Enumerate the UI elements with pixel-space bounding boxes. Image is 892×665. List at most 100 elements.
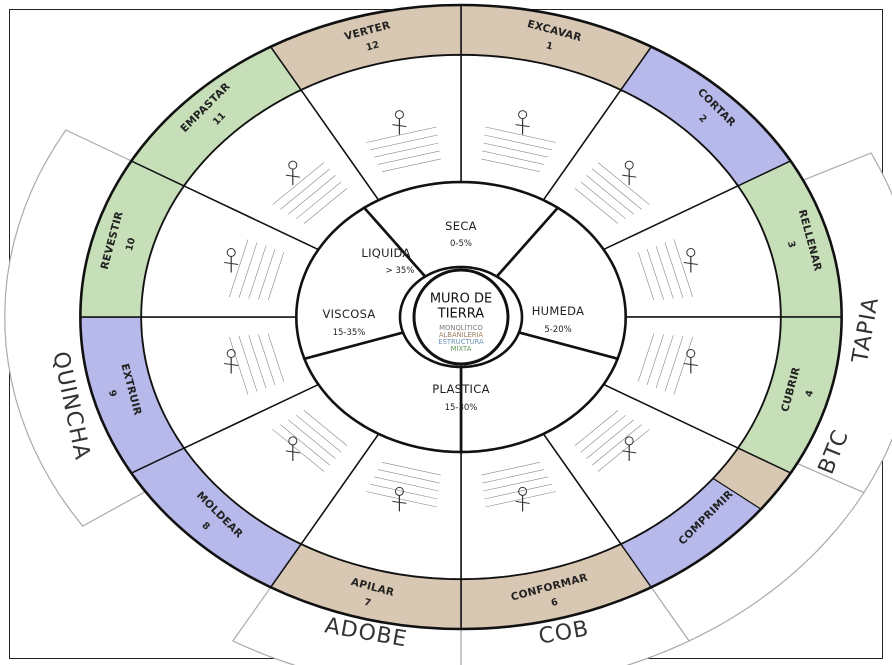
sketch-hatch [483,142,548,158]
sketch-hatch [303,410,348,446]
outer-ring-border [79,3,843,631]
sketch-hatch [378,150,440,165]
sketch-illustration [574,160,650,224]
sketch-illustration [574,410,650,472]
state-range: > 35% [386,266,415,276]
state-sector [294,206,428,361]
sketch-hatch [382,462,441,476]
process-number: 1 [545,40,554,52]
sketch-hatch [592,168,642,210]
sketch-hatch [482,469,544,484]
center-subtitle-albanileria: ALBAÑILERIA [439,330,484,339]
state-range: 5-20% [544,325,571,335]
sketch-hatch [280,168,330,210]
sketch-hatch [374,142,439,158]
sketch-hatch [303,188,348,224]
state-name: PLASTICA [432,382,490,396]
sketch-hatch [374,476,439,492]
sketch-illustration [272,160,348,224]
state-range: 0-5% [450,239,472,249]
process-number: 3 [785,240,797,249]
sketch-hatch [258,334,276,385]
sketch-hatch [664,242,684,298]
sketch-hatch [574,188,619,224]
sketch-hatch [248,245,267,299]
sketch-hatch [481,462,540,476]
center-circle [412,268,510,366]
sketch-illustration [366,110,441,172]
sketch-hatch [272,429,325,472]
sketch-hatch [646,249,664,300]
process-number: 7 [363,597,372,609]
sketch-hatch [288,175,336,215]
sketch-figure-arms [392,124,407,128]
sketch-hatch [597,429,650,472]
state-name: LIQUIDA [361,246,410,260]
state-name: VISCOSA [322,307,375,321]
sketch-hatch [637,333,655,382]
sketch-illustration [272,410,348,472]
sketch-hatch [481,158,540,172]
sketch-hatch [248,335,267,389]
sketch-illustration [224,333,285,395]
sketch-hatch [382,158,441,172]
technique-arcs [4,129,892,665]
sketch-hatch [229,336,249,395]
process-number: 10 [124,236,138,252]
state-name: SECA [445,219,477,233]
sketch-hatch [366,491,437,508]
sketch-hatch [370,483,438,500]
sketch-hatch [370,134,438,151]
center-title-line2: TIERRA [437,307,485,322]
sketch-illustration [637,333,698,395]
sketch-hatch [580,414,626,453]
center-hub: MURO DE TIERRA MONOLÍTICO ALBAÑILERIA ES… [412,268,510,366]
sketch-hatch [673,239,693,298]
sketch-illustration [481,462,556,512]
sketch-hatch [484,134,552,151]
sketch-figure-arms [622,174,637,178]
sketch-illustration [366,462,441,512]
sketch-hatch [597,162,650,205]
sketch-hatch [272,162,325,205]
sketch-hatch [280,424,330,466]
sketch-hatch [483,476,548,492]
sketch-figure-arms [224,363,239,366]
sketch-hatch [482,150,544,165]
sketch-hatch [378,469,440,484]
sketch-figure-arms [683,262,698,265]
sketch-hatch [592,424,642,466]
sketch-hatch [664,336,684,392]
sketch-figure-arms [285,174,300,178]
process-number: 4 [804,389,816,399]
sketch-hatch [288,419,336,459]
process-number: 9 [106,389,118,398]
center-subtitle-mixta: MIXTA [451,345,472,353]
sketch-figure-arms [683,363,698,366]
center-subtitle-monolitico: MONOLÍTICO [439,323,483,332]
process-number: 12 [365,39,381,53]
sketch-hatch [586,175,634,215]
sketch-hatch [267,333,285,382]
sketch-hatch [485,491,556,508]
sketch-illustration [481,110,556,172]
center-title-line1: MURO DE [430,292,492,307]
sketch-hatch [366,126,437,143]
sketch-hatch [229,239,249,298]
sketch-hatch [655,245,674,299]
sketch-hatch [646,334,664,385]
center-subtitle-estructura: ESTRUCTURA [438,338,484,346]
sketch-figure-arms [285,450,300,454]
state-name: HUMEDA [532,304,585,318]
sketch-figure-arms [515,124,530,128]
sketch-figure-arms [622,450,637,454]
sketch-illustration [637,239,698,301]
sketch-hatch [238,242,258,298]
sketch-hatch [238,336,258,392]
process-ring: EXCAVAR1CORTAR2RELLENAR3CUBRIR4COMPRIMIR… [79,3,843,631]
state-range: 15-35% [333,328,366,338]
sketch-hatch [580,181,626,220]
sketch-hatch [637,252,655,301]
process-number: 6 [550,597,560,609]
